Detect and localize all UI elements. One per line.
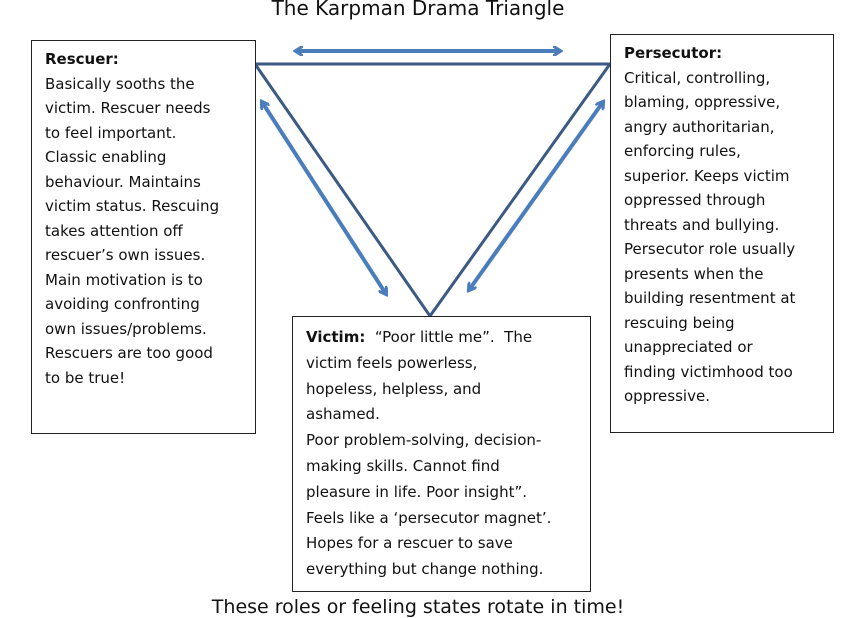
persecutor-box: Persecutor: Critical, controlling, blamin… [610, 34, 834, 433]
persecutor-text-line: finding victimhood too [624, 362, 793, 381]
victim-heading: Victim: [306, 328, 366, 346]
persecutor-text-line: enforcing rules, [624, 142, 741, 160]
victim-text-line: Poor problem-solving, decision- [306, 431, 542, 450]
rescuer-text-line: behaviour. Maintains [45, 172, 201, 191]
victim-text-line: pleasure in life. Poor insight”. [306, 482, 527, 501]
rescuer-text-line: to feel important. [45, 123, 177, 142]
persecutor-text-line: presents when the [624, 264, 764, 283]
persecutor-text-line: oppressive. [624, 387, 710, 405]
persecutor-text-line: threats and bullying. [624, 215, 780, 234]
persecutor-text-line: superior. Keeps victim [624, 166, 790, 185]
rescuer-text-line: Rescuers are too good [45, 344, 213, 362]
persecutor-text-line: unappreciated or [624, 338, 753, 356]
persecutor-text-line: Critical, controlling, [624, 68, 771, 87]
rescuer-text-line: victim status. Rescuing [45, 197, 220, 215]
rescuer-text-line: takes attention off [45, 221, 183, 240]
victim-text-line: making skills. Cannot find [306, 456, 500, 475]
persecutor-text-line: angry authoritarian, [624, 117, 775, 136]
left-double-arrow [262, 102, 386, 294]
persecutor-text-line: building resentment at [624, 289, 796, 307]
victim-text-line: hopeless, helpless, and [306, 379, 482, 398]
rescuer-text-line: Basically sooths the [45, 74, 195, 93]
diagram-title: The Karpman Drama Triangle [271, 0, 565, 20]
rescuer-text-line: rescuer’s own issues. [45, 246, 206, 264]
rescuer-text-line: Classic enabling [45, 148, 167, 166]
persecutor-heading: Persecutor: [624, 44, 723, 62]
rescuer-text-line: to be true! [45, 368, 126, 387]
victim-text-line: Hopes for a rescuer to save [306, 534, 513, 553]
rescuer-text-line: Main motivation is to [45, 270, 203, 289]
rescuer-box: Rescuer: Basically sooths the victim. Res… [31, 40, 256, 434]
victim-text-line: everything but change nothing. [306, 560, 544, 579]
persecutor-text-line: blaming, oppressive, [624, 93, 781, 111]
drama-triangle [252, 62, 613, 319]
victim-box: Victim: “Poor little me”. The victim fee… [292, 316, 591, 592]
persecutor-text-line: Persecutor role usually [624, 240, 796, 258]
rescuer-text-line: avoiding confronting [45, 295, 200, 313]
victim-first-line: “Poor little me”. The [365, 328, 533, 346]
victim-text-line: Feels like a ‘persecutor magnet’. [306, 508, 552, 527]
diagram-caption: These roles or feeling states rotate in … [211, 596, 625, 618]
rescuer-heading: Rescuer: [45, 50, 119, 68]
right-double-arrow [469, 102, 603, 290]
rescuer-text-line: victim. Rescuer needs [45, 99, 211, 117]
persecutor-text-line: oppressed through [624, 191, 766, 209]
persecutor-text-line: rescuing being [624, 313, 735, 332]
rescuer-text-line: own issues/problems. [45, 319, 207, 338]
victim-text-line: ashamed. [306, 405, 380, 424]
victim-text-line: victim feels powerless, [306, 353, 478, 372]
